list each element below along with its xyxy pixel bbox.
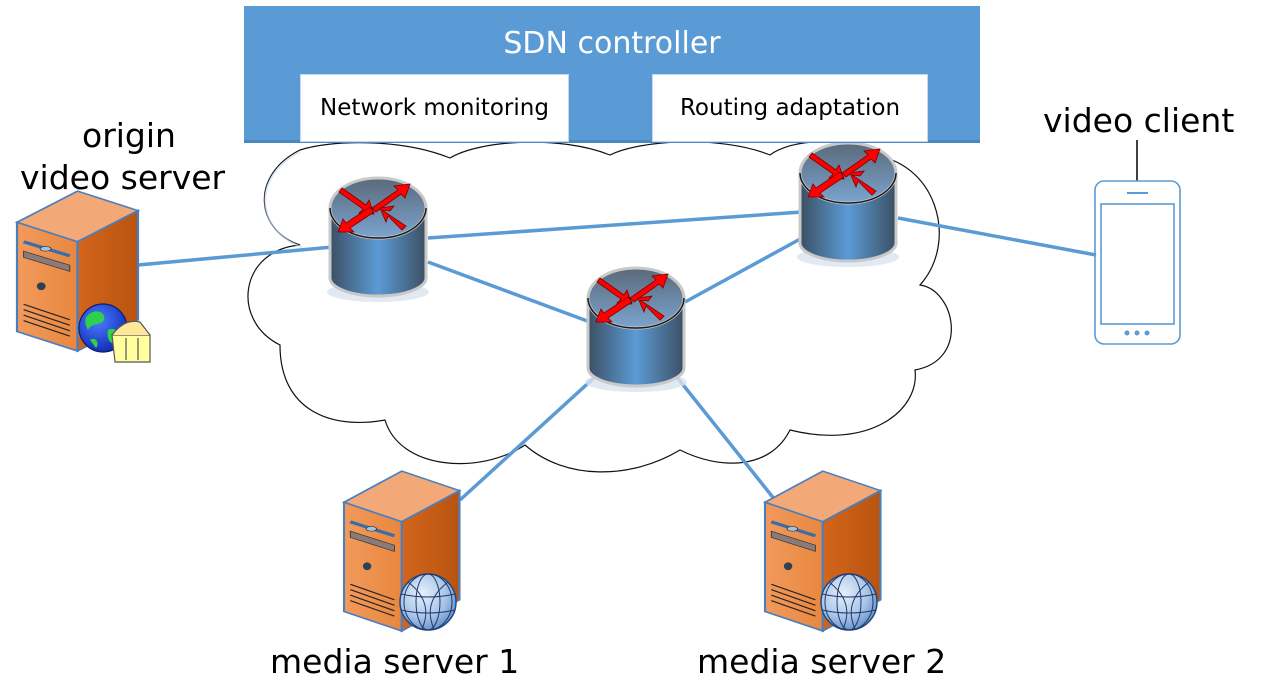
origin-label-line1: origin (82, 116, 176, 155)
links (137, 210, 1097, 502)
video-client-label: video client (1043, 101, 1235, 140)
link-router3-client (897, 216, 1097, 257)
link-router2-media1 (458, 374, 598, 502)
router-3-icon[interactable] (795, 141, 901, 269)
smartphone-icon[interactable] (1094, 140, 1181, 345)
globe-icon (820, 573, 878, 631)
link-origin-router1 (137, 245, 334, 267)
origin-label-line2: video server (20, 158, 226, 197)
sdn-controller-title: SDN controller (503, 26, 721, 61)
link-router1-router3 (427, 210, 803, 240)
sdn-controller-box: SDN controller Network monitoring Routin… (244, 6, 980, 143)
media-server-2-label: media server 2 (697, 642, 947, 681)
link-router1-router2 (427, 260, 591, 324)
film-reel-icon (111, 320, 151, 363)
globe-icon (399, 573, 457, 631)
routing-adaptation-module: Routing adaptation (652, 74, 928, 142)
network-monitoring-module: Network monitoring (300, 74, 569, 142)
link-router2-router3 (684, 236, 803, 304)
router-1-icon[interactable] (325, 176, 431, 304)
router-2-icon[interactable] (583, 266, 689, 394)
link-router2-media2 (674, 374, 777, 502)
media-server-1-label: media server 1 (270, 642, 520, 681)
